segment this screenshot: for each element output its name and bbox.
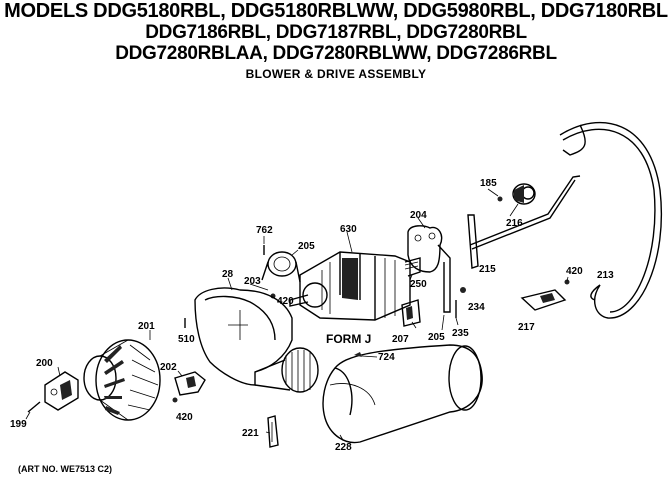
art-number: (ART NO. WE7513 C2) [18, 464, 113, 474]
blower-coupling [44, 371, 79, 411]
part-203: 203 [244, 276, 261, 287]
screw-420-bracket [172, 397, 178, 403]
part-420-drum: 420 [566, 266, 583, 277]
part-185: 185 [480, 178, 497, 189]
part-215: 215 [479, 264, 496, 275]
leader-lines [25, 188, 569, 441]
part-216: 216 [506, 218, 523, 229]
part-205-bracket: 205 [428, 332, 445, 343]
seal-strip [267, 415, 279, 448]
blower-housing [194, 287, 319, 393]
drive-motor [289, 251, 421, 321]
exhaust-duct [322, 344, 483, 444]
models-line-2: DDG7186RBL, DDG7187RBL, DDG7280RBL [145, 22, 527, 43]
screw-185 [497, 196, 503, 202]
motor-mount-bracket [261, 251, 301, 283]
idler-pulley [512, 183, 536, 205]
models-line-1: MODELS DDG5180RBL, DDG5180RBLWW, DDG5980… [4, 0, 668, 22]
part-221: 221 [242, 428, 259, 439]
part-724: 724 [378, 352, 395, 363]
motor-bracket [407, 225, 451, 313]
part-420-bracket: 420 [176, 412, 193, 423]
screw-420-drum [564, 279, 570, 285]
part-204: 204 [410, 210, 427, 221]
drum-rear-panel [559, 121, 662, 319]
form-label: FORM J [326, 332, 371, 346]
idler-arm [467, 175, 581, 269]
part-762: 762 [256, 225, 273, 236]
blower-wheel [83, 339, 161, 421]
assembly-subtitle: BLOWER & DRIVE ASSEMBLY [245, 67, 427, 81]
part-28: 28 [222, 269, 234, 280]
centrifugal-switch [401, 299, 421, 327]
part-217: 217 [518, 322, 535, 333]
screw-234 [460, 287, 466, 293]
models-line-3: DDG7280RBLAA, DDG7280RBLWW, DDG7286RBL [115, 43, 557, 64]
part-235: 235 [452, 328, 469, 339]
part-213: 213 [597, 270, 614, 281]
clamp-724 [354, 352, 362, 357]
part-234: 234 [468, 302, 485, 313]
part-207: 207 [392, 334, 409, 345]
part-630: 630 [340, 224, 357, 235]
part-205: 205 [298, 241, 315, 252]
part-228: 228 [335, 442, 352, 453]
part-199: 199 [10, 419, 27, 430]
part-201: 201 [138, 321, 155, 332]
part-202: 202 [160, 362, 177, 373]
shaft-bracket [174, 371, 206, 396]
part-420-motor: 420 [277, 296, 294, 307]
part-250: 250 [410, 279, 427, 290]
part-200: 200 [36, 358, 53, 369]
clip-217 [520, 289, 567, 311]
bolt-199 [27, 401, 41, 413]
part-510: 510 [178, 334, 195, 345]
